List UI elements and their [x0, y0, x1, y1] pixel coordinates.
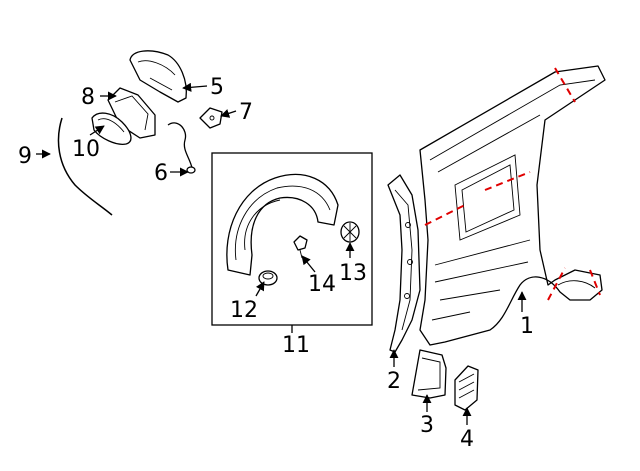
vent-part-4 [454, 365, 479, 411]
hinge-part-7 [199, 107, 223, 129]
callout-6: 6 [154, 161, 168, 186]
callout-10: 10 [72, 137, 100, 162]
extension-part-3 [411, 349, 447, 399]
callout-4: 4 [460, 427, 474, 452]
cut-line-wheel [547, 267, 566, 301]
callout-13: 13 [339, 261, 367, 286]
cut-line-rear [589, 269, 601, 296]
tether-part-6 [167, 122, 196, 174]
callout-7: 7 [239, 100, 253, 125]
callout-11: 11 [282, 333, 310, 358]
pillar-reinforcement-part-2 [387, 174, 421, 353]
push-pin-part-14 [293, 235, 308, 259]
callout-8: 8 [81, 85, 95, 110]
cable-part-9 [57, 117, 113, 216]
cut-line-pillar [424, 204, 466, 226]
callout-9: 9 [18, 144, 32, 169]
callout-labels: 1 2 3 4 5 6 7 8 9 10 11 12 13 14 [18, 75, 534, 452]
cut-line-window [484, 171, 531, 191]
plug-part-13 [340, 221, 360, 243]
quarter-panel-part-1 [419, 65, 606, 346]
callout-3: 3 [420, 413, 434, 438]
callout-12: 12 [230, 298, 258, 323]
clip-part-12 [258, 270, 278, 286]
fuel-door-part-5 [129, 50, 187, 103]
leader-lines [36, 82, 527, 425]
cut-line-roof [554, 67, 576, 103]
callout-14: 14 [308, 272, 336, 297]
callout-5: 5 [210, 75, 224, 100]
callout-2: 2 [387, 369, 401, 394]
gasket-part-10 [91, 112, 132, 145]
callout-1: 1 [520, 314, 534, 339]
